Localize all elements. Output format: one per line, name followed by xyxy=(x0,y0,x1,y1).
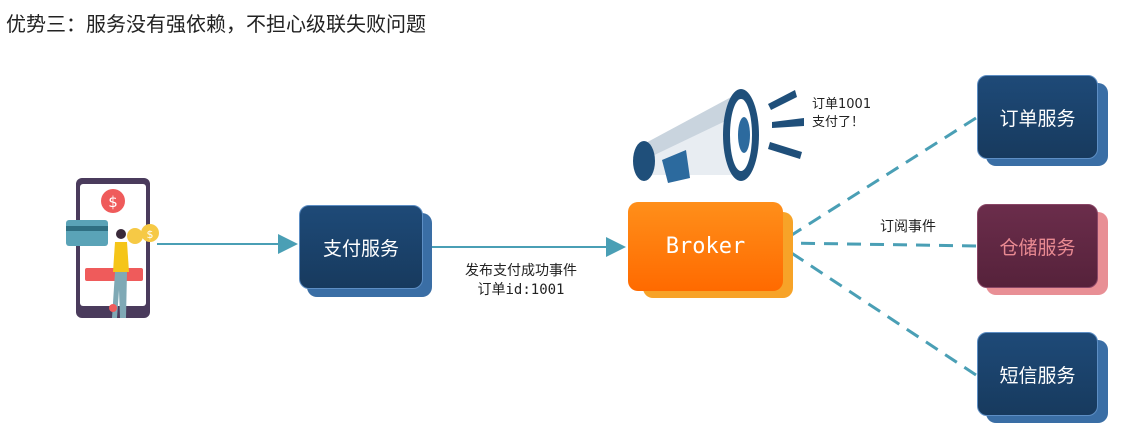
order-service-label: 订单服务 xyxy=(999,107,1076,130)
svg-text:$: $ xyxy=(147,228,154,241)
storage-service-node: 仓储服务 xyxy=(977,204,1098,288)
subscribe-event-label: 订阅事件 xyxy=(880,219,936,235)
publish-event-line2: 订单id:1001 xyxy=(477,282,565,298)
broker-node: Broker xyxy=(628,202,783,291)
sms-service-node: 短信服务 xyxy=(977,332,1098,416)
payment-service-label: 支付服务 xyxy=(322,237,399,260)
announcement-line1: 订单1001 xyxy=(812,97,872,112)
order-subscribe-line xyxy=(787,116,977,238)
announcement-label: 订单1001 支付了！ xyxy=(812,96,871,132)
publish-event-label: 发布支付成功事件 订单id:1001 xyxy=(446,262,596,300)
sms-service-label: 短信服务 xyxy=(999,364,1076,387)
broker-label: Broker xyxy=(665,234,746,259)
sms-subscribe-line xyxy=(787,250,977,377)
page-title: 优势三：服务没有强依赖，不担心级联失败问题 xyxy=(6,12,426,36)
announcement-line2: 支付了！ xyxy=(812,115,865,130)
order-service-node: 订单服务 xyxy=(977,75,1098,159)
storage-subscribe-line xyxy=(787,243,977,246)
payment-service-node: 支付服务 xyxy=(299,205,423,289)
svg-text:$: $ xyxy=(108,193,118,211)
storage-service-label: 仓储服务 xyxy=(999,236,1076,259)
publish-event-line1: 发布支付成功事件 xyxy=(465,263,577,279)
dollar-coin-icon xyxy=(101,189,125,213)
